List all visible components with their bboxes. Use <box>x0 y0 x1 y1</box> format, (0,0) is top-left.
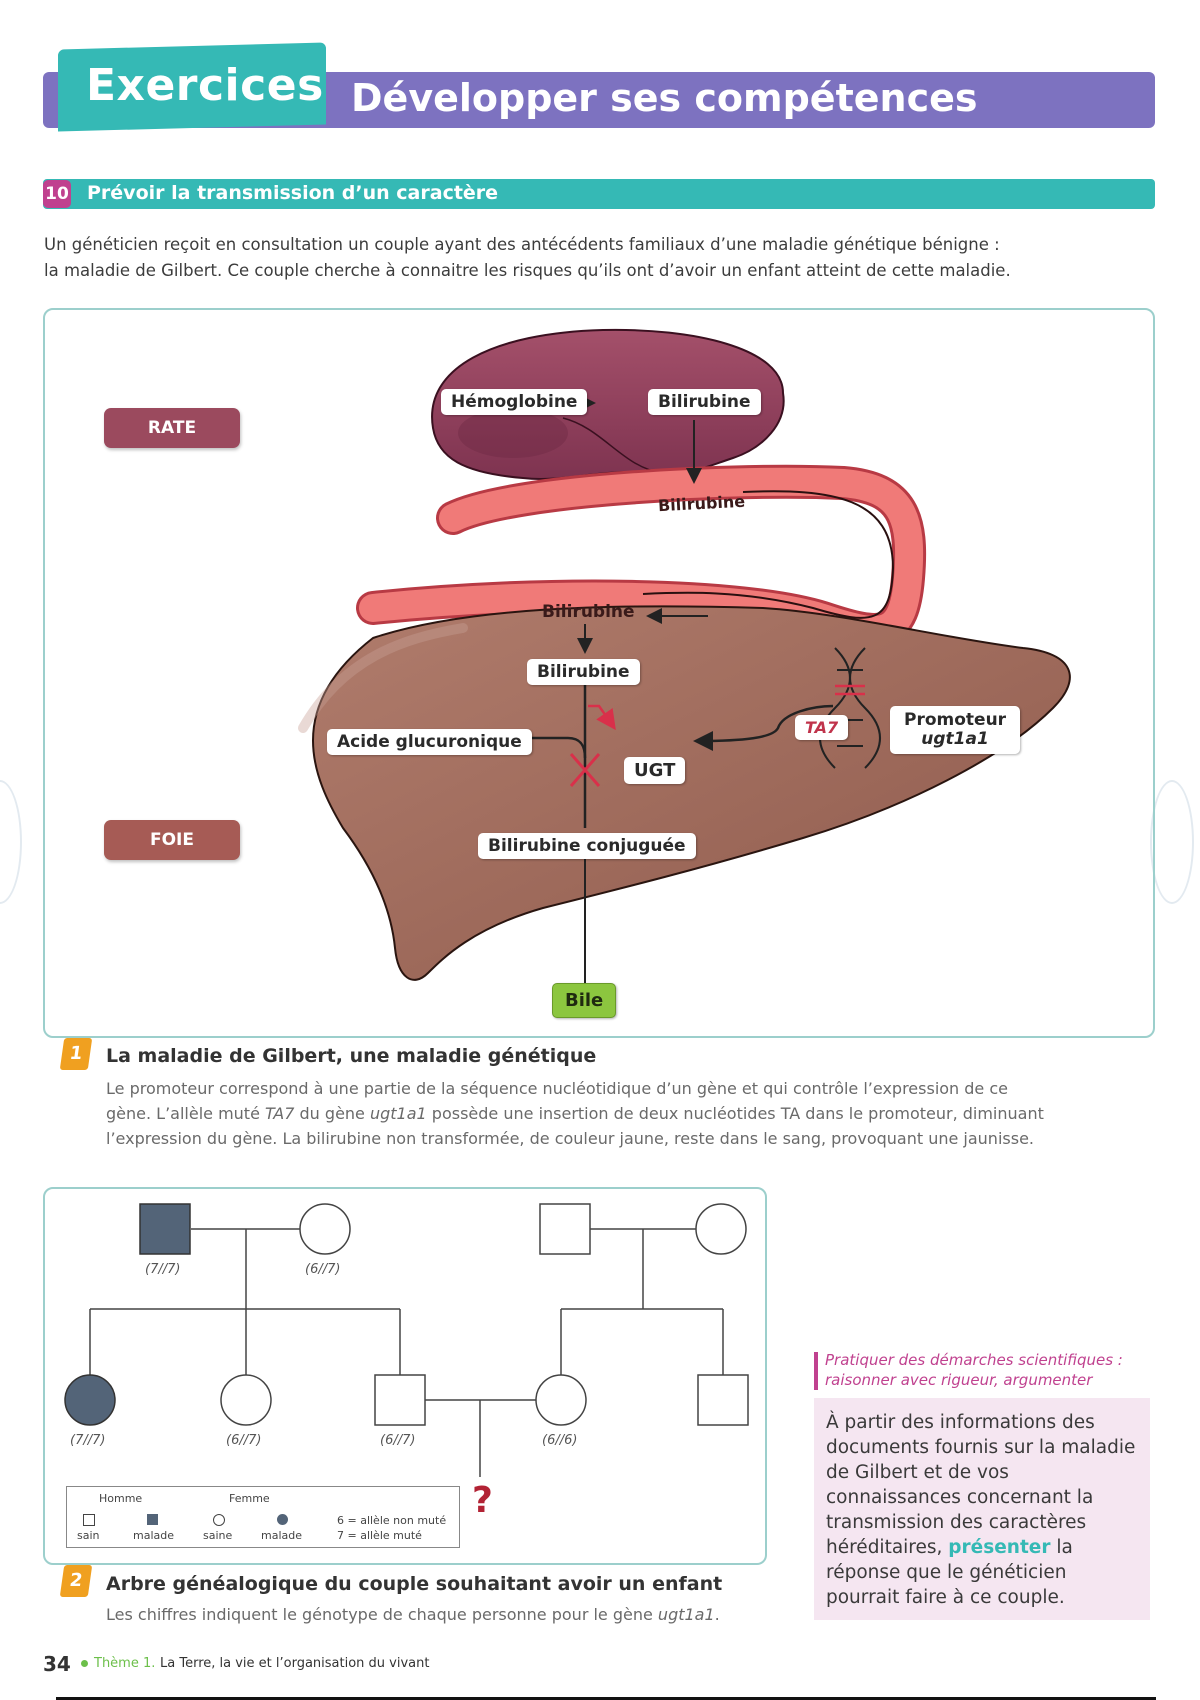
legend-male-affected-icon <box>147 1514 158 1525</box>
ta-insertion-mark <box>835 684 865 696</box>
skill-line: Pratiquer des démarches scientifiques : <box>825 1351 1123 1369</box>
caption-fragment: gène. L’allèle muté <box>106 1104 265 1123</box>
task-instruction-box: À partir des informations des documents … <box>814 1398 1150 1620</box>
caption-fragment: du gène <box>294 1104 370 1123</box>
exercise-title: Prévoir la transmission d’un caractère <box>87 182 499 204</box>
skill-line: raisonner avec rigueur, argumenter <box>825 1371 1093 1389</box>
task-text: À partir des informations des documents … <box>826 1412 1136 1558</box>
genotype-II-1: (7//7) <box>70 1433 106 1448</box>
blocked-cross-icon <box>569 753 601 787</box>
dna-helix-icon <box>819 647 881 769</box>
theme-label: Thème 1. <box>94 1656 156 1671</box>
theme-title: La Terre, la vie et l’organisation du vi… <box>160 1656 430 1671</box>
exercise-bar <box>43 179 1155 209</box>
pedigree-lines <box>89 1228 724 1477</box>
genotype-I-1: (7//7) <box>145 1262 181 1277</box>
caption-gene: ugt1a1 <box>369 1104 427 1123</box>
doc2-caption-body: Les chiffres indiquent le génotype de ch… <box>106 1605 720 1624</box>
bilirubin-pathway-diagram <box>298 328 1071 1002</box>
label-ugt: UGT <box>624 757 686 784</box>
intro-text: Un généticien reçoit en consultation un … <box>44 232 1154 284</box>
legend-femme: Femme <box>229 1492 270 1505</box>
individual-II-4-female <box>535 1374 587 1426</box>
pedigree-legend: Homme Femme sain malade saine malade 6 =… <box>66 1486 460 1548</box>
individual-II-1-female-affected <box>64 1374 116 1426</box>
spleen-shape <box>431 328 785 481</box>
bullet-dot-icon <box>81 1660 88 1667</box>
legend-homme: Homme <box>99 1492 143 1505</box>
footer-rule <box>56 1697 1156 1700</box>
label-bilirubine-rate: Bilirubine <box>648 389 761 415</box>
acide-join-line <box>531 736 587 759</box>
genotype-I-2: (6//7) <box>305 1262 341 1277</box>
organ-label-rate: RATE <box>104 408 240 448</box>
organ-label-foie: FOIE <box>104 820 240 860</box>
legend-sain: sain <box>77 1529 100 1542</box>
legend-female-affected-icon <box>277 1514 288 1525</box>
page-edge-left <box>0 780 22 904</box>
label-promoteur: Promoteur ugt1a1 <box>890 706 1021 754</box>
legend-allele-7: 7 = allèle muté <box>337 1529 422 1542</box>
legend-allele-6: 6 = allèle non muté <box>337 1514 447 1527</box>
label-bilirubine-vessel: Bilirubine <box>542 602 635 622</box>
pedigree-chart <box>64 1203 749 1477</box>
caption-ta7: TA7 <box>265 1104 295 1123</box>
header-title: Développer ses compétences <box>351 76 978 120</box>
task-verb: présenter <box>948 1537 1051 1558</box>
individual-I-4-female <box>695 1203 747 1255</box>
individual-I-2-female <box>299 1203 351 1255</box>
doc2-frame <box>43 1187 767 1565</box>
genotype-II-2: (6//7) <box>226 1433 262 1448</box>
promoteur-text: Promoteur <box>904 710 1007 730</box>
skill-label: Pratiquer des démarches scientifiques : … <box>825 1350 1155 1390</box>
doc1-frame <box>43 308 1155 1038</box>
individual-II-3-male <box>374 1374 426 1426</box>
legend-malade-homme: malade <box>133 1529 175 1542</box>
doc1-caption-title: La maladie de Gilbert, une maladie génét… <box>106 1045 597 1067</box>
caption-line: Le promoteur correspond à une partie de … <box>106 1079 1008 1098</box>
label-bile: Bile <box>552 983 617 1018</box>
doc1-badge: 1 <box>59 1038 93 1070</box>
genotype-II-3: (6//7) <box>380 1433 416 1448</box>
doc1-caption-body: Le promoteur correspond à une partie de … <box>106 1076 1156 1151</box>
promoteur-gene: ugt1a1 <box>921 729 989 749</box>
header-tab-label: Exercices <box>86 60 324 111</box>
page-edge-right <box>1150 780 1194 904</box>
caption-gene: ugt1a1 <box>657 1605 715 1624</box>
legend-male-healthy-icon <box>83 1514 95 1526</box>
exercise-number: 10 <box>43 180 71 208</box>
caption-fragment: possède une insertion de deux nucléotide… <box>426 1104 1044 1123</box>
doc2-caption-title: Arbre généalogique du couple souhaitant … <box>106 1573 723 1595</box>
task-text: la réponse que le généticien pourrait fa… <box>826 1537 1073 1608</box>
individual-I-1-male-affected <box>139 1203 191 1255</box>
legend-malade-femme: malade <box>261 1529 303 1542</box>
legend-female-healthy-icon <box>213 1514 225 1526</box>
label-bilirubine-liver: Bilirubine <box>527 659 640 685</box>
intro-line: Un généticien reçoit en consultation un … <box>44 235 1000 254</box>
unknown-child-question-mark: ? <box>472 1480 493 1521</box>
skill-accent-bar <box>814 1352 818 1390</box>
individual-II-2-female <box>220 1374 272 1426</box>
genotype-II-4: (6//6) <box>542 1433 578 1448</box>
label-ta7: TA7 <box>795 715 849 740</box>
individual-II-5-male <box>697 1374 749 1426</box>
arrow-promoter-ugt <box>693 704 834 751</box>
legend-saine: saine <box>203 1529 233 1542</box>
page-number: 34 <box>43 1652 71 1676</box>
caption-line: gène. L’allèle muté TA7 du gène ugt1a1 p… <box>106 1101 1156 1126</box>
label-bilirubine-conjuguee: Bilirubine conjuguée <box>478 833 696 859</box>
individual-I-3-male <box>539 1203 591 1255</box>
label-hemoglobine: Hémoglobine <box>441 389 588 415</box>
red-activation-arrow <box>588 704 616 731</box>
doc2-badge: 2 <box>59 1565 93 1597</box>
intro-line: la maladie de Gilbert. Ce couple cherche… <box>44 261 1011 280</box>
caption-fragment: . <box>714 1605 720 1624</box>
label-acide-glucuronique: Acide glucuronique <box>327 729 532 755</box>
liver-shape <box>312 605 1071 981</box>
caption-line: l’expression du gène. La bilirubine non … <box>106 1129 1034 1148</box>
caption-fragment: Les chiffres indiquent le génotype de ch… <box>106 1605 658 1624</box>
